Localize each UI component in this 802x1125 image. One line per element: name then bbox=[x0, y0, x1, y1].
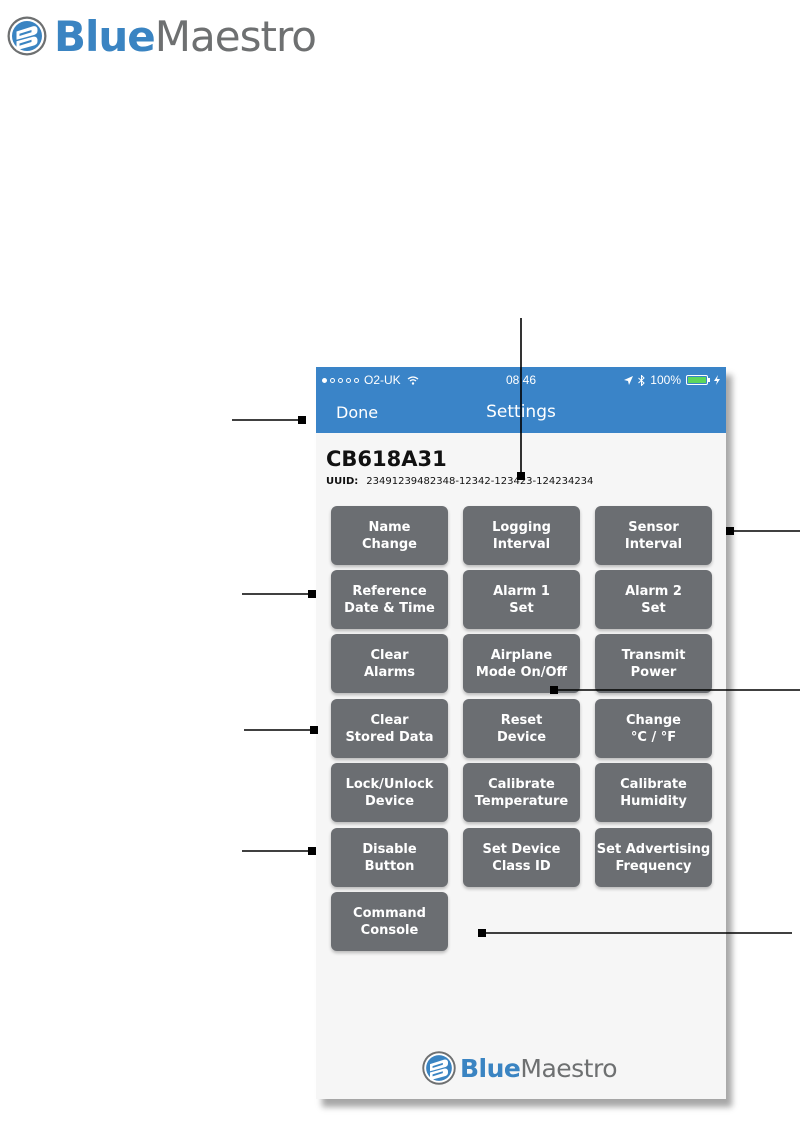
alarm-2-set-button[interactable]: Alarm 2 Set bbox=[595, 570, 712, 629]
callout-done bbox=[232, 416, 306, 424]
brand-wordmark-blue: Blue bbox=[53, 11, 156, 61]
clear-stored-data-button[interactable]: Clear Stored Data bbox=[331, 699, 448, 758]
uuid-row: UUID: 23491239482348-12342-123423-1242342… bbox=[326, 476, 593, 487]
signal-dot-icon bbox=[330, 377, 335, 383]
clear-alarms-button[interactable]: Clear Alarms bbox=[331, 634, 448, 693]
brand-logo-top: BlueMaestro bbox=[6, 4, 317, 68]
set-advertising-frequency-button[interactable]: Set Advertising Frequency bbox=[595, 828, 712, 887]
charging-bolt-icon bbox=[714, 375, 720, 385]
signal-dot-icon bbox=[322, 377, 327, 383]
signal-dot-icon bbox=[338, 377, 343, 383]
brand-wordmark-bottom: BlueMaestro bbox=[460, 1053, 618, 1083]
logging-interval-button[interactable]: Logging Interval bbox=[463, 506, 580, 565]
set-device-class-id-button[interactable]: Set Device Class ID bbox=[463, 828, 580, 887]
status-bar-left: O2-UK bbox=[322, 373, 419, 387]
status-bar-right: 100% bbox=[624, 373, 720, 387]
brand-wordmark-gray: Maestro bbox=[520, 1053, 618, 1083]
change-units-button[interactable]: Change °C / °F bbox=[595, 699, 712, 758]
sensor-interval-button[interactable]: Sensor Interval bbox=[595, 506, 712, 565]
uuid-label: UUID: bbox=[326, 476, 359, 487]
phone-screen: O2-UK 08:46 100% Done Settings CB618A bbox=[316, 367, 726, 1099]
nav-bar: Done Settings bbox=[316, 391, 726, 433]
disable-button-button[interactable]: Disable Button bbox=[331, 828, 448, 887]
location-arrow-icon bbox=[624, 375, 634, 385]
callout-sensor-interval bbox=[726, 527, 800, 535]
page-title: Settings bbox=[486, 402, 556, 422]
device-name: CB618A31 bbox=[326, 447, 447, 471]
airplane-mode-button[interactable]: Airplane Mode On/Off bbox=[463, 634, 580, 693]
command-console-button[interactable]: Command Console bbox=[331, 892, 448, 951]
callout-disable-button bbox=[242, 847, 316, 855]
callout-clear-stored-data bbox=[244, 726, 318, 734]
signal-dot-icon bbox=[354, 377, 359, 383]
transmit-power-button[interactable]: Transmit Power bbox=[595, 634, 712, 693]
alarm-1-set-button[interactable]: Alarm 1 Set bbox=[463, 570, 580, 629]
bluemaestro-logo-icon bbox=[422, 1051, 456, 1085]
brand-wordmark-gray: Maestro bbox=[154, 11, 317, 61]
brand-wordmark-blue: Blue bbox=[460, 1053, 521, 1083]
bluemaestro-logo-icon bbox=[7, 16, 47, 56]
reference-date-time-button[interactable]: Reference Date & Time bbox=[331, 570, 448, 629]
battery-icon bbox=[686, 375, 710, 385]
carrier-name: O2-UK bbox=[364, 373, 401, 387]
wifi-icon bbox=[407, 375, 419, 385]
reset-device-button[interactable]: Reset Device bbox=[463, 699, 580, 758]
lock-unlock-device-button[interactable]: Lock/Unlock Device bbox=[331, 763, 448, 822]
callout-reference-date bbox=[242, 590, 316, 598]
bluetooth-icon bbox=[638, 374, 646, 386]
calibrate-humidity-button[interactable]: Calibrate Humidity bbox=[595, 763, 712, 822]
status-bar: O2-UK 08:46 100% bbox=[316, 367, 726, 391]
calibrate-temperature-button[interactable]: Calibrate Temperature bbox=[463, 763, 580, 822]
uuid-value: 23491239482348-12342-123423-124234234 bbox=[366, 476, 594, 487]
name-change-button[interactable]: Name Change bbox=[331, 506, 448, 565]
done-button[interactable]: Done bbox=[336, 403, 379, 422]
signal-dot-icon bbox=[346, 377, 351, 383]
brand-wordmark: BlueMaestro bbox=[53, 11, 317, 61]
battery-percent: 100% bbox=[650, 373, 681, 387]
brand-logo-bottom: BlueMaestro bbox=[421, 1050, 618, 1086]
